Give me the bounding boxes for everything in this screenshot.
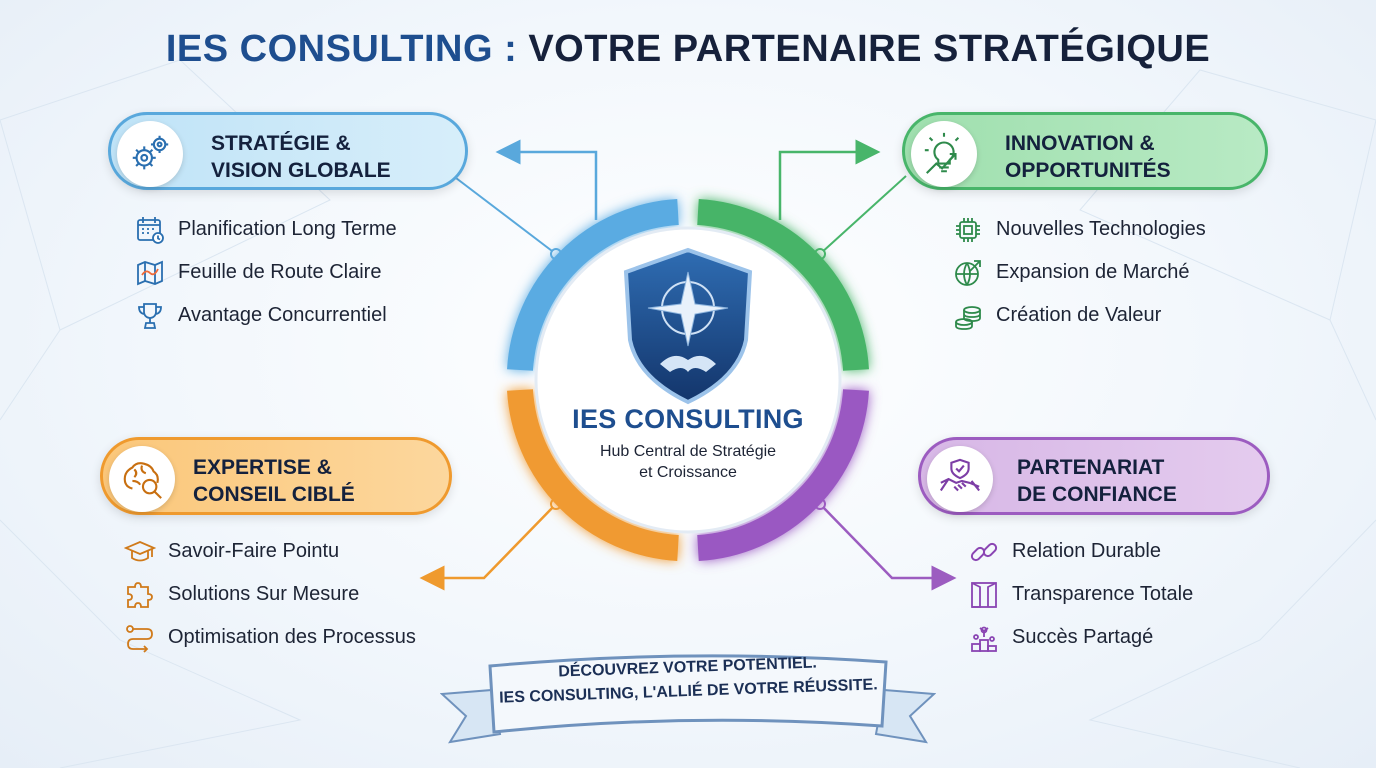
center-label: IES CONSULTING Hub Central de Stratégie … [538, 404, 838, 483]
list-item: Feuille de Route Claire [134, 251, 397, 294]
ring-segment-orange [507, 389, 679, 561]
connector-green-arrow [778, 139, 881, 220]
globe-arrow-icon [955, 259, 981, 286]
chain-link-icon [970, 542, 998, 561]
expertise-title-line1: EXPERTISE & [193, 456, 332, 479]
center-name: IES CONSULTING [572, 404, 804, 434]
innovation-title-line1: INNOVATION & [1005, 132, 1155, 155]
center-subtitle-line2: et Croissance [639, 464, 737, 481]
list-item: Avantage Concurrentiel [134, 294, 397, 337]
innovation-title-line2: OPPORTUNITÉS [1005, 159, 1171, 182]
shield-compass-handshake-logo [623, 247, 753, 405]
list-item: Transparence Totale [968, 573, 1193, 616]
strategy-title: STRATÉGIE & VISION GLOBALE [211, 130, 391, 184]
process-flow-icon [126, 624, 153, 653]
podium-icon [971, 626, 997, 652]
list-item: Savoir-Faire Pointu [124, 530, 416, 573]
title-tagline: VOTRE PARTENAIRE STRATÉGIQUE [528, 28, 1211, 70]
list-item: Planification Long Terme [134, 208, 397, 251]
ribbon-banner [440, 654, 936, 744]
brain-magnifier-icon [109, 446, 175, 512]
open-door-icon [971, 581, 997, 608]
center-subtitle-line1: Hub Central de Stratégie [599, 443, 777, 460]
title-brand: IES CONSULTING : [165, 28, 518, 70]
innovation-title: INNOVATION & OPPORTUNITÉS [1005, 130, 1171, 184]
gears-icon [117, 121, 183, 187]
list-item: Création de Valeur [952, 294, 1206, 337]
trophy-icon [138, 302, 162, 329]
calendar-icon [137, 216, 164, 244]
map-route-icon [137, 260, 163, 285]
connector-blue-line [455, 177, 557, 255]
expertise-pill: EXPERTISE & CONSEIL CIBLÉ [100, 437, 452, 515]
partnership-list: Relation Durable Transparence Totale Suc… [968, 530, 1193, 659]
lightbulb-growth-icon [911, 121, 977, 187]
list-item: Succès Partagé [968, 616, 1193, 659]
connector-green-line [819, 175, 907, 255]
page-title: IES CONSULTING : VOTRE PARTENAIRE STRATÉ… [0, 28, 1376, 71]
strategy-list: Planification Long Terme Feuille de Rout… [134, 208, 397, 337]
chip-icon [956, 217, 980, 242]
partnership-title: PARTENARIAT DE CONFIANCE [1017, 454, 1177, 508]
ring-segment-purple [697, 389, 869, 561]
center-subtitle: Hub Central de Stratégie et Croissance [538, 441, 838, 483]
list-item: Nouvelles Technologies [952, 208, 1206, 251]
puzzle-icon [127, 581, 153, 608]
expertise-title-line2: CONSEIL CIBLÉ [193, 483, 355, 506]
expertise-list: Savoir-Faire Pointu Solutions Sur Mesure… [124, 530, 416, 659]
partnership-title-line2: DE CONFIANCE [1017, 483, 1177, 506]
strategy-title-line2: VISION GLOBALE [211, 159, 391, 182]
ring-segment-green [697, 199, 869, 371]
connector-blue-arrow [495, 139, 598, 220]
coins-icon [955, 305, 981, 330]
connector-purple-arrow [819, 503, 957, 591]
strategy-pill: STRATÉGIE & VISION GLOBALE [108, 112, 468, 190]
partnership-pill: PARTENARIAT DE CONFIANCE [918, 437, 1270, 515]
list-item: Solutions Sur Mesure [124, 573, 416, 616]
central-hub [507, 199, 869, 561]
handshake-shield-icon [927, 446, 993, 512]
partnership-title-line1: PARTENARIAT [1017, 456, 1165, 479]
list-item: Relation Durable [968, 530, 1193, 573]
ring-segment-blue [507, 199, 679, 371]
expertise-title: EXPERTISE & CONSEIL CIBLÉ [193, 454, 355, 508]
list-item: Optimisation des Processus [124, 616, 416, 659]
connector-orange-arrow [419, 503, 557, 591]
innovation-pill: INNOVATION & OPPORTUNITÉS [902, 112, 1268, 190]
graduation-cap-icon [124, 540, 156, 561]
strategy-title-line1: STRATÉGIE & [211, 132, 351, 155]
innovation-list: Nouvelles Technologies Expansion de Marc… [952, 208, 1206, 337]
list-item: Expansion de Marché [952, 251, 1206, 294]
